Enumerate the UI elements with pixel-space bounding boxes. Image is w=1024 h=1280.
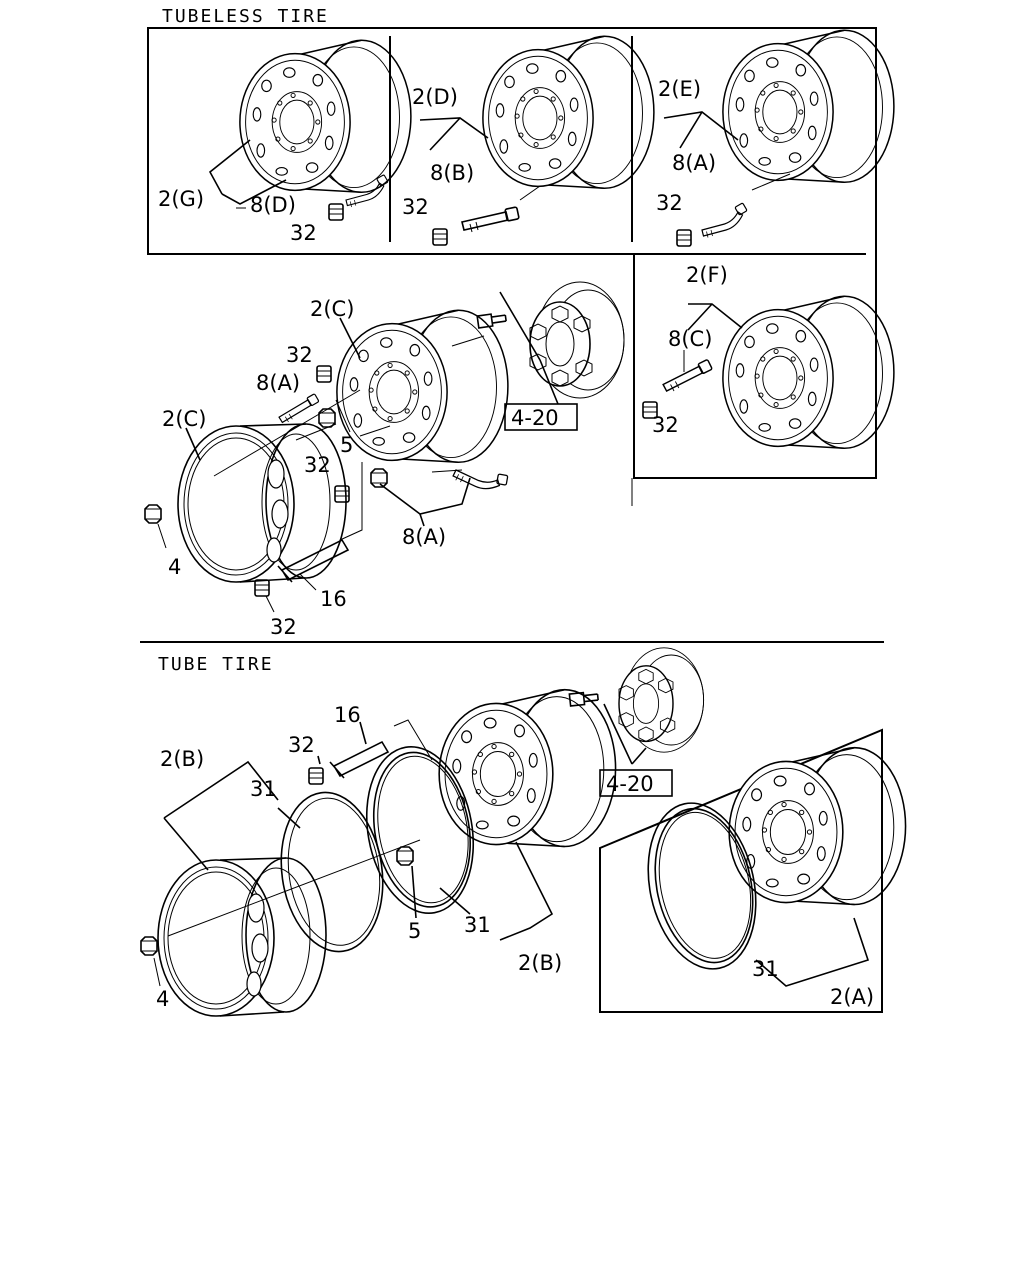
nut-8a-bottom: [370, 468, 388, 488]
rim-2b-left: [157, 857, 327, 1017]
label-2g: 2(G): [158, 187, 204, 211]
label-5-tubeless: 5: [340, 433, 353, 457]
label-2f: 2(F): [686, 263, 728, 287]
ref-4-20-tubeless: 4-20: [511, 406, 559, 430]
label-32-mid: 32: [304, 453, 331, 477]
wheel-2b-right: [438, 688, 617, 848]
wheel-2c-outer: [336, 309, 509, 464]
label-4-tube: 4: [156, 987, 169, 1011]
label-8b: 8(B): [430, 161, 474, 185]
cap-32-mid: [334, 485, 350, 503]
label-8a-top: 8(A): [256, 371, 300, 395]
ref-4-20-tube: 4-20: [606, 772, 654, 796]
hub: [529, 281, 625, 399]
valve-8c: [659, 358, 716, 394]
label-2b-left: 2(B): [160, 747, 204, 771]
nut-5: [318, 408, 336, 428]
label-8d: 8(D): [250, 193, 296, 217]
label-32-e: 32: [656, 191, 683, 215]
label-32-d: 32: [402, 195, 429, 219]
wheel-2f: [722, 295, 895, 450]
label-2e: 2(E): [658, 77, 701, 101]
extension-16-tube: [329, 740, 390, 779]
nut-4-tube: [140, 936, 158, 956]
extension-16: [277, 538, 350, 583]
cap-32-d: [432, 228, 448, 246]
wheel-2d: [482, 35, 655, 190]
label-5-tube: 5: [408, 919, 421, 943]
nut-4-tubeless: [144, 504, 162, 524]
cap-32-g: [328, 203, 344, 221]
nut-5-tube: [396, 846, 414, 866]
label-32-bottom: 32: [270, 615, 297, 639]
label-4-tubeless: 4: [168, 555, 181, 579]
cap-32-top: [316, 365, 332, 383]
tubeless-variants-frame: [147, 27, 877, 479]
wheel-2a: [728, 746, 907, 906]
label-8a-bottom: 8(A): [402, 525, 446, 549]
label-8a-e: 8(A): [672, 151, 716, 175]
label-2c-inner: 2(C): [162, 407, 206, 431]
label-2c-outer: 2(C): [310, 297, 354, 321]
label-2b-right: 2(B): [518, 951, 562, 975]
cap-32-e: [676, 229, 692, 247]
wheel-bolt: [476, 311, 508, 329]
label-31-left: 31: [250, 777, 277, 801]
tube-section-title: TUBE TIRE: [158, 654, 274, 675]
label-8c: 8(C): [668, 327, 712, 351]
wheel-2g: [239, 39, 412, 194]
ref-box-4-20-tube: [599, 769, 673, 797]
tubeless-section-title: TUBELESS TIRE: [162, 6, 329, 27]
label-16-tubeless: 16: [320, 587, 347, 611]
ref-box-4-20-tubeless: [504, 403, 578, 431]
label-31-mid: 31: [464, 913, 491, 937]
cap-32-tube: [308, 767, 324, 785]
label-32-g: 32: [290, 221, 317, 245]
valve-8a-top: [274, 392, 323, 425]
valve-8b: [461, 206, 520, 233]
cap-32-bottom: [254, 579, 270, 597]
label-2a: 2(A): [830, 985, 874, 1009]
label-2d: 2(D): [412, 85, 458, 109]
label-31-a: 31: [752, 957, 779, 981]
label-32-f: 32: [652, 413, 679, 437]
label-16-tube: 16: [334, 703, 361, 727]
valve-8a-e: [701, 202, 748, 239]
wheel-2e: [722, 29, 895, 184]
hub-tube: [618, 647, 705, 753]
label-32-tube: 32: [288, 733, 315, 757]
label-32-top: 32: [286, 343, 313, 367]
